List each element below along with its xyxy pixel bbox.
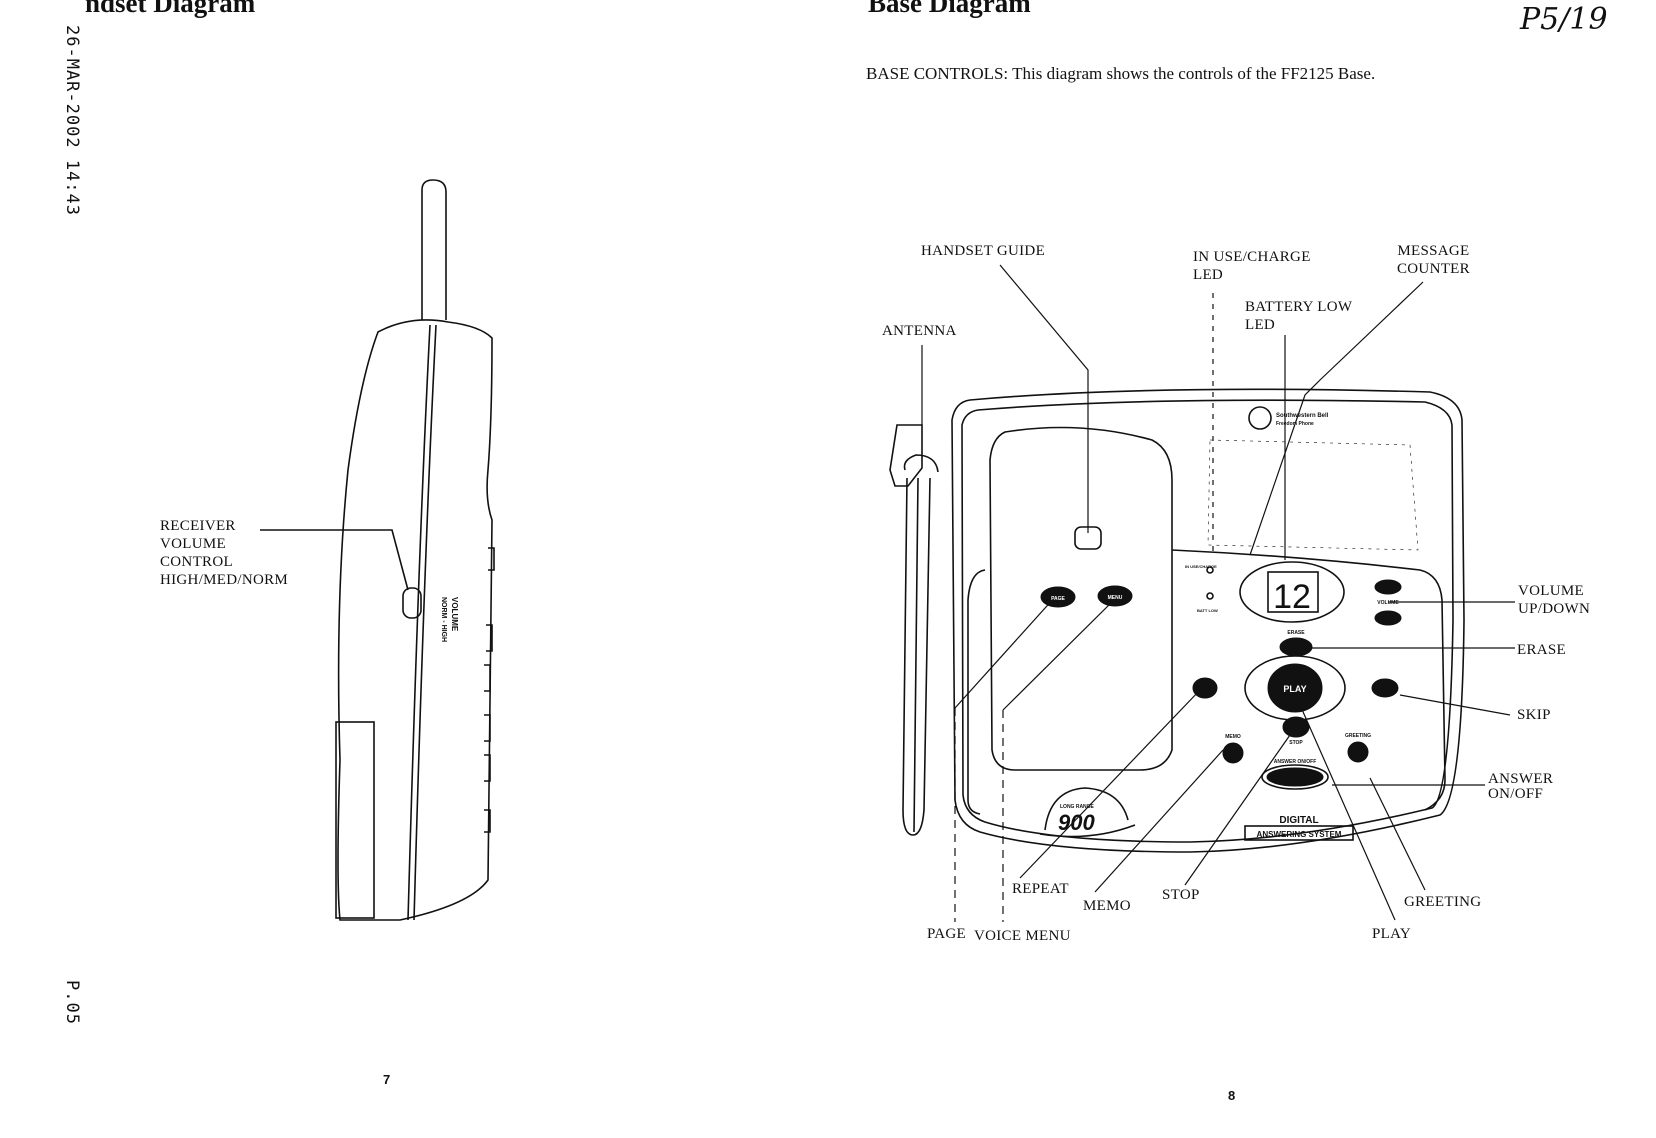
repeat-button-shape: [1192, 677, 1218, 699]
volume-down-button-shape: [1374, 610, 1402, 626]
skip-button-shape: [1371, 678, 1399, 698]
left-page-heading: ndset Diagram: [85, 0, 256, 18]
label-page: PAGE: [927, 926, 966, 942]
message-counter-display: 12: [1273, 578, 1311, 616]
play-button-shape: [1267, 663, 1323, 713]
brand-text: Southwestern Bell: [1276, 413, 1329, 419]
base-controls-intro: BASE CONTROLS: This diagram shows the co…: [866, 64, 1376, 83]
base-buttons: [1040, 579, 1402, 787]
play-button-text: PLAY: [1283, 684, 1306, 694]
label-message-counter: MESSAGE COUNTER: [1397, 243, 1470, 277]
label-voice-menu: VOICE MENU: [974, 928, 1071, 944]
handset-volume-range-text: NORM - HIGH: [440, 597, 447, 642]
menu-button-text: MENU: [1108, 595, 1123, 601]
label-erase: ERASE: [1517, 642, 1567, 658]
answer-button-shape: [1266, 767, 1324, 787]
label-antenna: ANTENNA: [882, 323, 957, 339]
label-greeting: GREETING: [1404, 894, 1482, 910]
right-page-number: 8: [1228, 1088, 1236, 1103]
batt-low-small-text: BATT LOW: [1197, 608, 1218, 613]
base-diagram-heading: Base Diagram: [868, 0, 1031, 18]
memo-button-shape: [1222, 742, 1244, 764]
fax-page-number: P.05: [62, 980, 82, 1025]
label-volume-up-down: VOLUME UP/DOWN: [1518, 583, 1591, 617]
label-stop: STOP: [1162, 887, 1200, 903]
digital-text: DIGITAL: [1279, 815, 1318, 826]
label-answer-on-off: ANSWER ON/OFF: [1488, 771, 1554, 802]
label-repeat: REPEAT: [1012, 881, 1069, 897]
greeting-key-text: GREETING: [1345, 733, 1371, 739]
leader-lines: [921, 264, 1515, 922]
label-memo: MEMO: [1083, 898, 1131, 914]
label-skip: SKIP: [1517, 707, 1551, 723]
in-use-small-text: IN USE/CHARGE: [1185, 564, 1217, 569]
stop-button-shape: [1282, 716, 1310, 738]
page-button-shape: [1040, 586, 1076, 608]
logo-text: LONG RANGE: [1060, 804, 1095, 810]
handset-side-illustration: [260, 179, 495, 921]
logo-number: 900: [1058, 810, 1095, 835]
greeting-button-shape: [1347, 741, 1369, 763]
receiver-volume-label: RECEIVER VOLUME CONTROL HIGH/MED/NORM: [160, 518, 289, 588]
menu-button-shape: [1097, 585, 1133, 607]
base-unit-illustration: [889, 388, 1465, 853]
label-play: PLAY: [1372, 926, 1411, 942]
volume-key-text: VOLUME: [1377, 600, 1399, 606]
label-handset-guide: HANDSET GUIDE: [921, 243, 1046, 259]
volume-up-button-shape: [1374, 579, 1402, 595]
left-page-number: 7: [383, 1072, 391, 1087]
memo-key-text: MEMO: [1225, 734, 1241, 740]
page-button-text: PAGE: [1051, 596, 1065, 602]
answering-system-text: ANSWERING SYSTEM: [1257, 830, 1342, 839]
brand-sub-text: Freedom Phone: [1276, 421, 1314, 427]
fax-header-timestamp: 26-MAR-2002 14:43: [62, 25, 82, 216]
answer-key-text: ANSWER ON/OFF: [1274, 759, 1317, 765]
stop-key-text: STOP: [1289, 740, 1303, 746]
erase-key-text: ERASE: [1287, 630, 1305, 636]
erase-button-shape: [1279, 637, 1313, 657]
handwritten-note: P5/19: [1520, 2, 1608, 37]
handset-volume-switch-text: VOLUME: [450, 597, 459, 632]
label-battery-low-led: BATTERY LOW LED: [1245, 299, 1353, 333]
label-in-use-charge-led: IN USE/CHARGE LED: [1193, 249, 1311, 283]
